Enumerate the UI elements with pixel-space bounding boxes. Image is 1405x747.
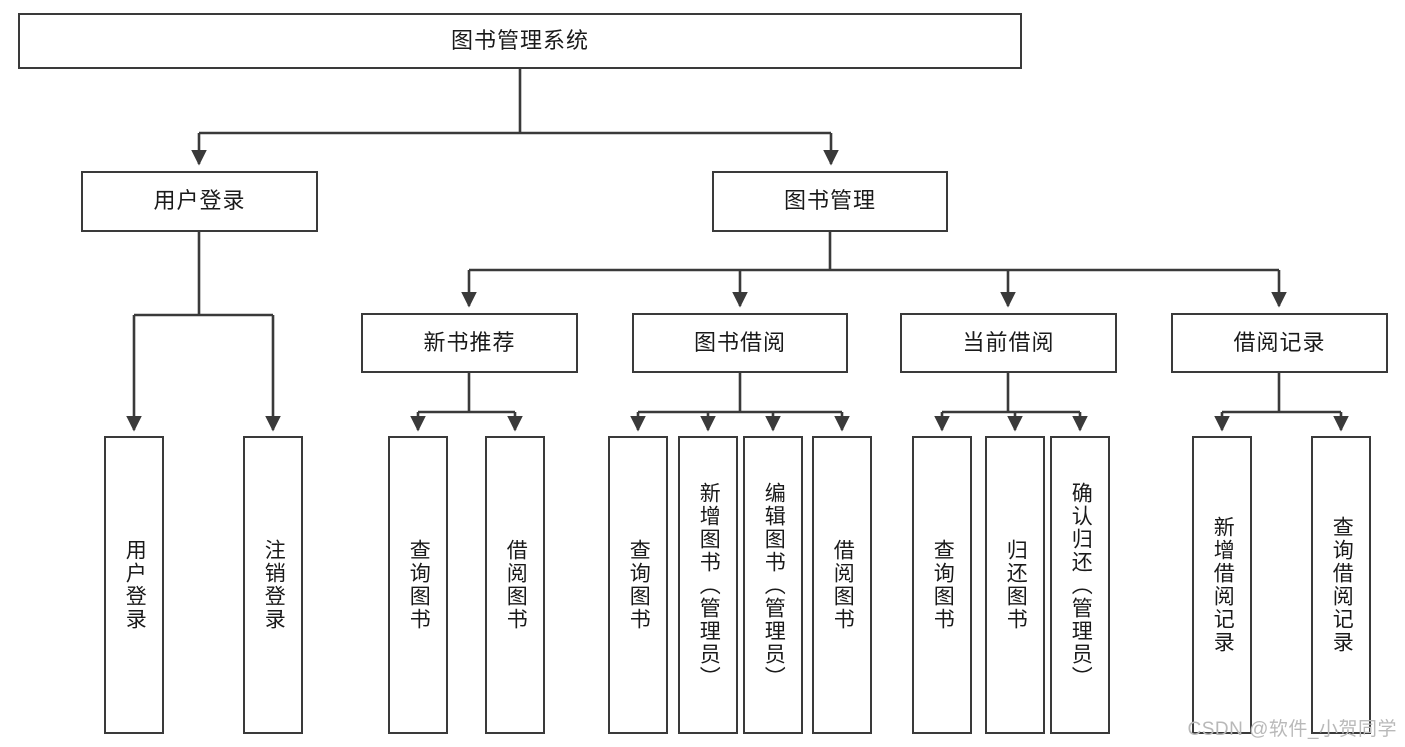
- node-leaf-add-borrow-record[interactable]: 新增借阅记录: [1192, 436, 1252, 734]
- node-root-label: 图书管理系统: [450, 27, 589, 53]
- node-user-login[interactable]: 用户登录: [81, 171, 318, 232]
- node-leaf-query-book-3-label: 查询图书: [931, 539, 955, 631]
- node-leaf-borrow-book-1-label: 借阅图书: [504, 539, 528, 631]
- node-leaf-query-book-3[interactable]: 查询图书: [912, 436, 972, 734]
- node-leaf-add-book-admin[interactable]: 新增图书（管理员）: [678, 436, 738, 734]
- node-book-borrow-label: 图书借阅: [693, 329, 786, 355]
- node-new-book-recommend-label: 新书推荐: [423, 329, 516, 355]
- node-leaf-query-book-2-label: 查询图书: [627, 539, 651, 631]
- node-leaf-query-book-2[interactable]: 查询图书: [608, 436, 668, 734]
- node-leaf-query-borrow-record[interactable]: 查询借阅记录: [1311, 436, 1371, 734]
- node-leaf-user-login-label: 用户登录: [123, 539, 147, 631]
- node-leaf-edit-book-admin-label: 编辑图书（管理员）: [762, 481, 786, 689]
- node-book-borrow[interactable]: 图书借阅: [632, 313, 848, 373]
- node-root[interactable]: 图书管理系统: [18, 13, 1022, 69]
- node-borrow-record[interactable]: 借阅记录: [1171, 313, 1388, 373]
- node-leaf-edit-book-admin[interactable]: 编辑图书（管理员）: [743, 436, 803, 734]
- node-current-borrow[interactable]: 当前借阅: [900, 313, 1117, 373]
- node-leaf-borrow-book-2[interactable]: 借阅图书: [812, 436, 872, 734]
- node-leaf-query-book-1[interactable]: 查询图书: [388, 436, 448, 734]
- node-book-manage-label: 图书管理: [783, 188, 876, 214]
- node-book-manage[interactable]: 图书管理: [712, 171, 948, 232]
- node-leaf-add-borrow-record-label: 新增借阅记录: [1211, 516, 1235, 654]
- node-leaf-logout-login-label: 注销登录: [262, 539, 286, 631]
- node-current-borrow-label: 当前借阅: [962, 329, 1055, 355]
- node-new-book-recommend[interactable]: 新书推荐: [361, 313, 578, 373]
- node-leaf-borrow-book-1[interactable]: 借阅图书: [485, 436, 545, 734]
- node-leaf-confirm-return-admin[interactable]: 确认归还（管理员）: [1050, 436, 1110, 734]
- node-leaf-query-borrow-record-label: 查询借阅记录: [1330, 516, 1354, 654]
- node-leaf-user-login[interactable]: 用户登录: [104, 436, 164, 734]
- node-leaf-query-book-1-label: 查询图书: [407, 539, 431, 631]
- node-borrow-record-label: 借阅记录: [1233, 329, 1326, 355]
- node-leaf-confirm-return-admin-label: 确认归还（管理员）: [1069, 481, 1093, 689]
- node-user-login-label: 用户登录: [153, 188, 246, 214]
- node-leaf-logout-login[interactable]: 注销登录: [243, 436, 303, 734]
- node-leaf-add-book-admin-label: 新增图书（管理员）: [697, 481, 721, 689]
- node-leaf-borrow-book-2-label: 借阅图书: [831, 539, 855, 631]
- node-leaf-return-book-label: 归还图书: [1004, 539, 1028, 631]
- node-leaf-return-book[interactable]: 归还图书: [985, 436, 1045, 734]
